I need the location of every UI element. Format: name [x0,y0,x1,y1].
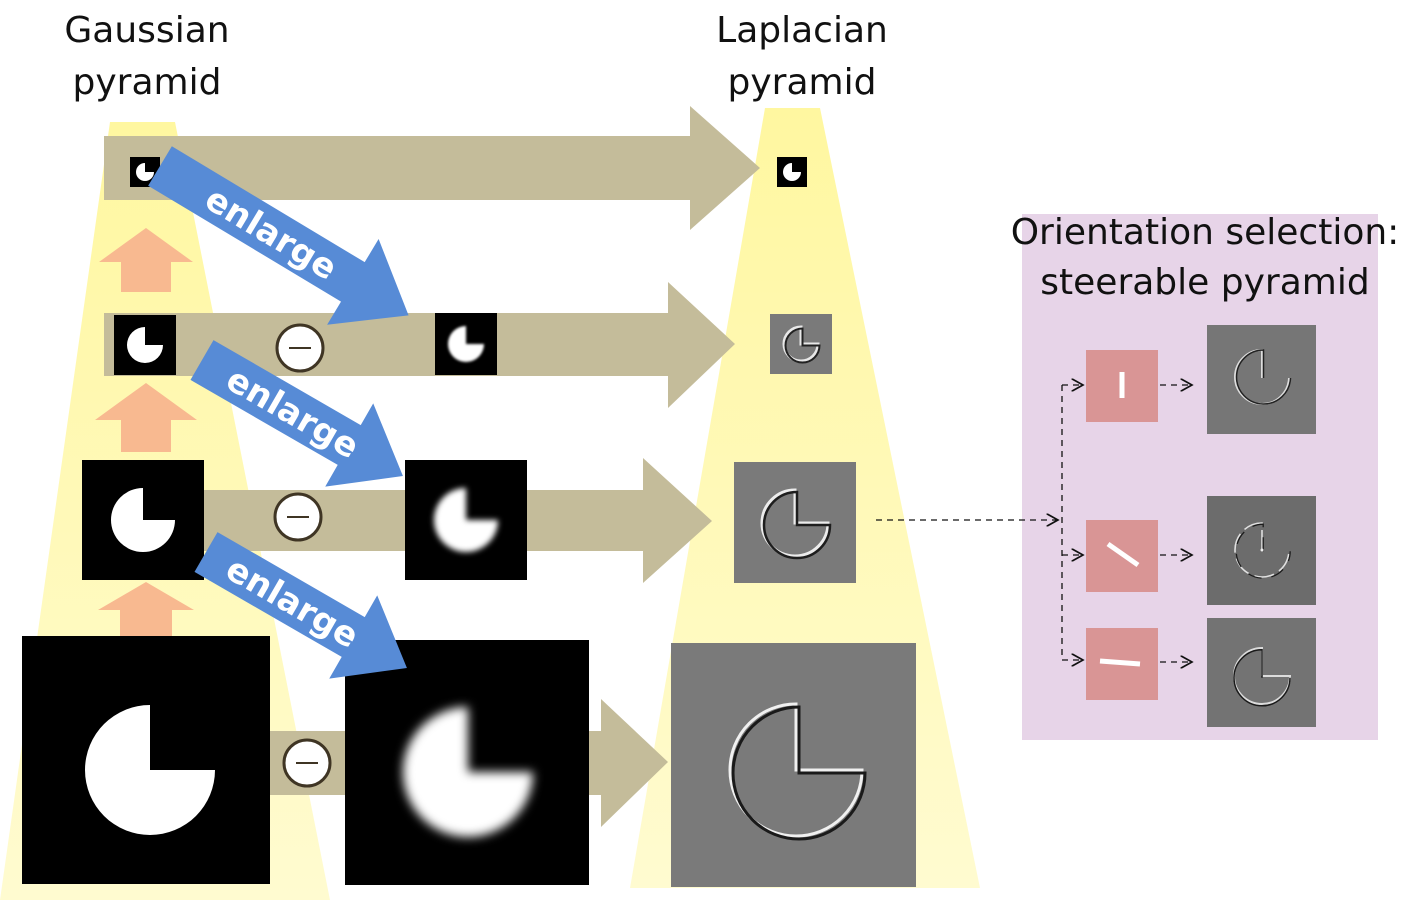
laplacian-title-line2: pyramid [728,62,877,103]
enlarged-image-level-2 [435,313,497,375]
laplacian-image-level-2 [770,314,832,374]
oriented-filter-icon [1086,628,1158,700]
enlarged-image-level-bottom [345,640,589,885]
steerable-output-diagonal [1207,496,1316,605]
orientation-title-line2: steerable pyramid [1040,262,1369,303]
oriented-filter-icon [1086,520,1158,592]
gaussian-image-level-bottom [22,636,270,884]
subtract-icon [275,323,325,373]
orientation-title-line1: Orientation selection: [1011,212,1400,253]
upward-arrow-1 [99,228,193,292]
laplacian-image-level-3 [734,462,856,583]
dashed-arrow-icon [876,385,1192,662]
steerable-output-horizontal [1207,618,1316,727]
steerable-output-vertical [1207,325,1316,434]
steerable-pyramid-panel [1022,214,1378,740]
gaussian-image-level-2 [114,315,176,375]
gaussian-title-line2: pyramid [73,62,222,103]
subtract-icon [273,492,323,542]
gaussian-title-line1: Gaussian [64,10,229,51]
gaussian-image-level-top [130,157,160,187]
oriented-filter-icon [1086,350,1158,422]
laplacian-image-level-bottom [671,643,916,887]
laplacian-title-line1: Laplacian [716,10,888,51]
upward-arrow-2 [95,383,197,452]
upward-arrow-3 [98,582,194,636]
flow-arrow-level-top [104,106,760,230]
subtract-icon [282,738,332,788]
gaussian-image-level-3 [82,460,204,580]
enlarged-image-level-3 [405,460,527,580]
laplacian-image-level-top [777,157,807,187]
flow-arrow-level-2 [104,282,735,408]
